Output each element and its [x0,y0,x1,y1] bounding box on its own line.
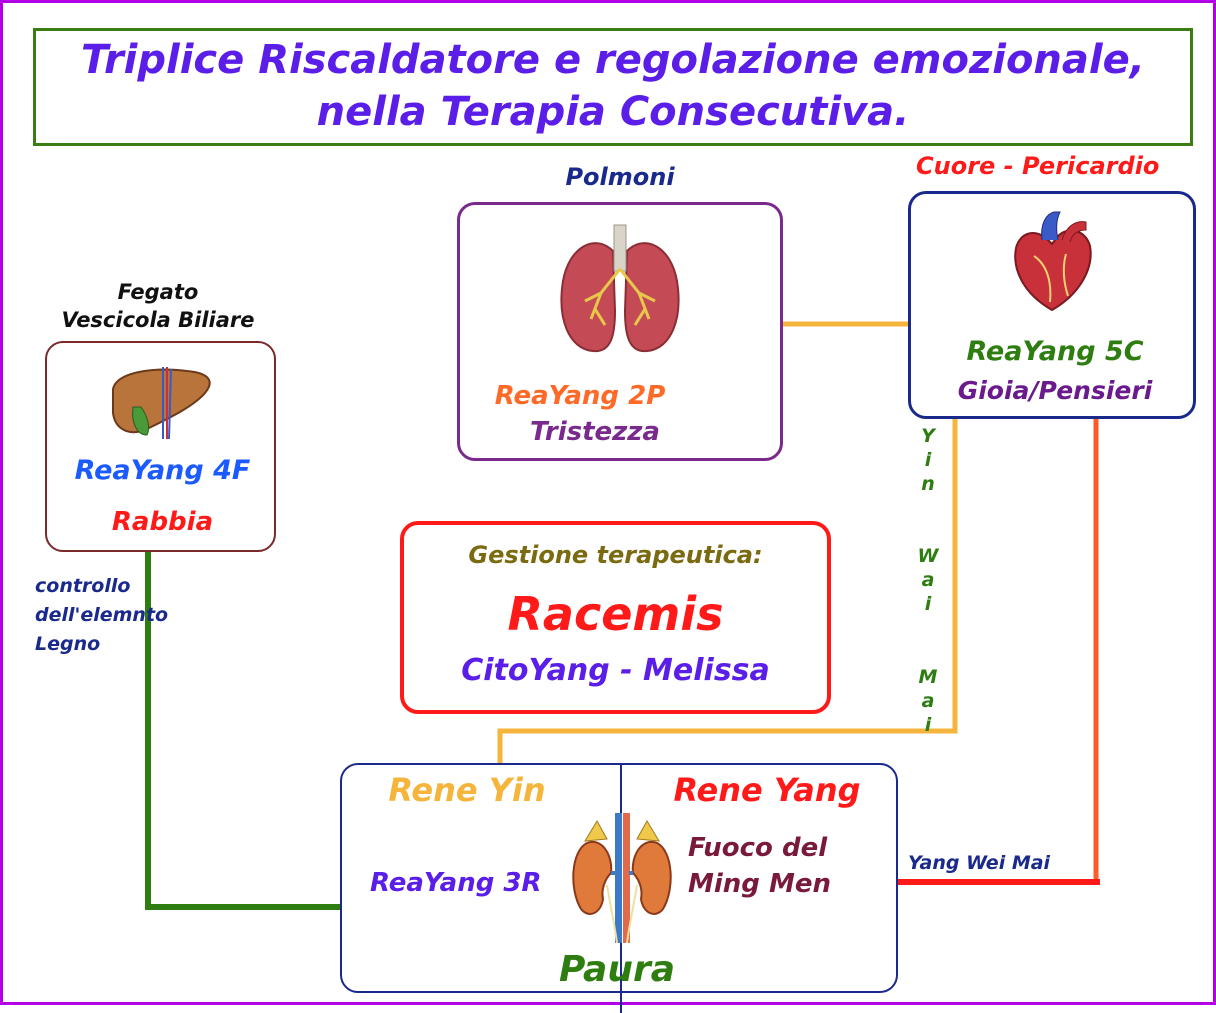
yin-wei-mai-char: W [917,545,939,567]
title-box: Triplice Riscaldatore e regolazione emoz… [33,28,1193,146]
rene-yin-label: Rene Yin [388,771,546,809]
yang-wei-mai-label: Yang Wei Mai [908,852,1051,874]
fegato-header-line2: Vescicola Biliare [61,308,255,332]
polmoni-emotion: Tristezza [530,417,660,447]
rene-box: Rene Yin Rene Yang ReaYang 3R Fuoco del … [340,763,898,1013]
gestione-box: Gestione terapeutica: Racemis CitoYang -… [400,521,831,714]
yin-wei-mai-char: Y [921,425,935,447]
gestione-sub: CitoYang - Melissa [461,653,770,688]
yin-wei-mai-char: i [924,593,932,615]
wood-control-connector [145,550,340,910]
lungs-icon [560,224,680,353]
rene-remedy: ReaYang 3R [370,868,542,898]
control-note-line1: controllo [35,575,131,597]
fegato-header-line1: Fegato [117,280,199,304]
fegato-remedy: ReaYang 4F [74,455,251,486]
yin-wei-mai-char: n [921,473,935,495]
liver-icon [112,367,211,440]
cuore-box: ReaYang 5C Gioia/Pensieri [908,191,1196,419]
rene-yang-label: Rene Yang [673,771,861,809]
rene-fire-line2: Ming Men [688,869,831,899]
yin-wei-mai-char: a [921,690,935,712]
yin-wei-mai-connector [497,418,958,765]
heart-icon [1014,211,1092,312]
yin-wei-mai-char: a [921,569,935,591]
fegato-emotion: Rabbia [111,507,214,537]
yin-wei-mai-char: M [918,666,938,688]
rene-fire-line1: Fuoco del [688,833,828,863]
gestione-label: Gestione terapeutica: [468,541,763,569]
gestione-main: Racemis [507,587,724,641]
cuore-header: Cuore - Pericardio [916,152,1160,180]
control-note-line3: Legno [35,633,101,655]
title-line-1: Triplice Riscaldatore e regolazione emoz… [81,37,1145,83]
fegato-box: ReaYang 4F Rabbia [45,341,276,552]
title-line-2: nella Terapia Consecutiva. [316,89,910,135]
control-note-line2: dell'elemnto [35,604,169,626]
yin-wei-mai-char: i [924,449,932,471]
rene-emotion: Paura [558,949,676,990]
polmoni-header: Polmoni [565,163,675,191]
polmoni-remedy: ReaYang 2P [494,381,666,411]
polmoni-box: ReaYang 2P Tristezza [457,202,783,461]
cuore-remedy: ReaYang 5C [966,336,1144,367]
cuore-emotion: Gioia/Pensieri [957,376,1153,405]
yin-wei-mai-char: i [924,714,932,736]
kidneys-icon [572,813,672,943]
